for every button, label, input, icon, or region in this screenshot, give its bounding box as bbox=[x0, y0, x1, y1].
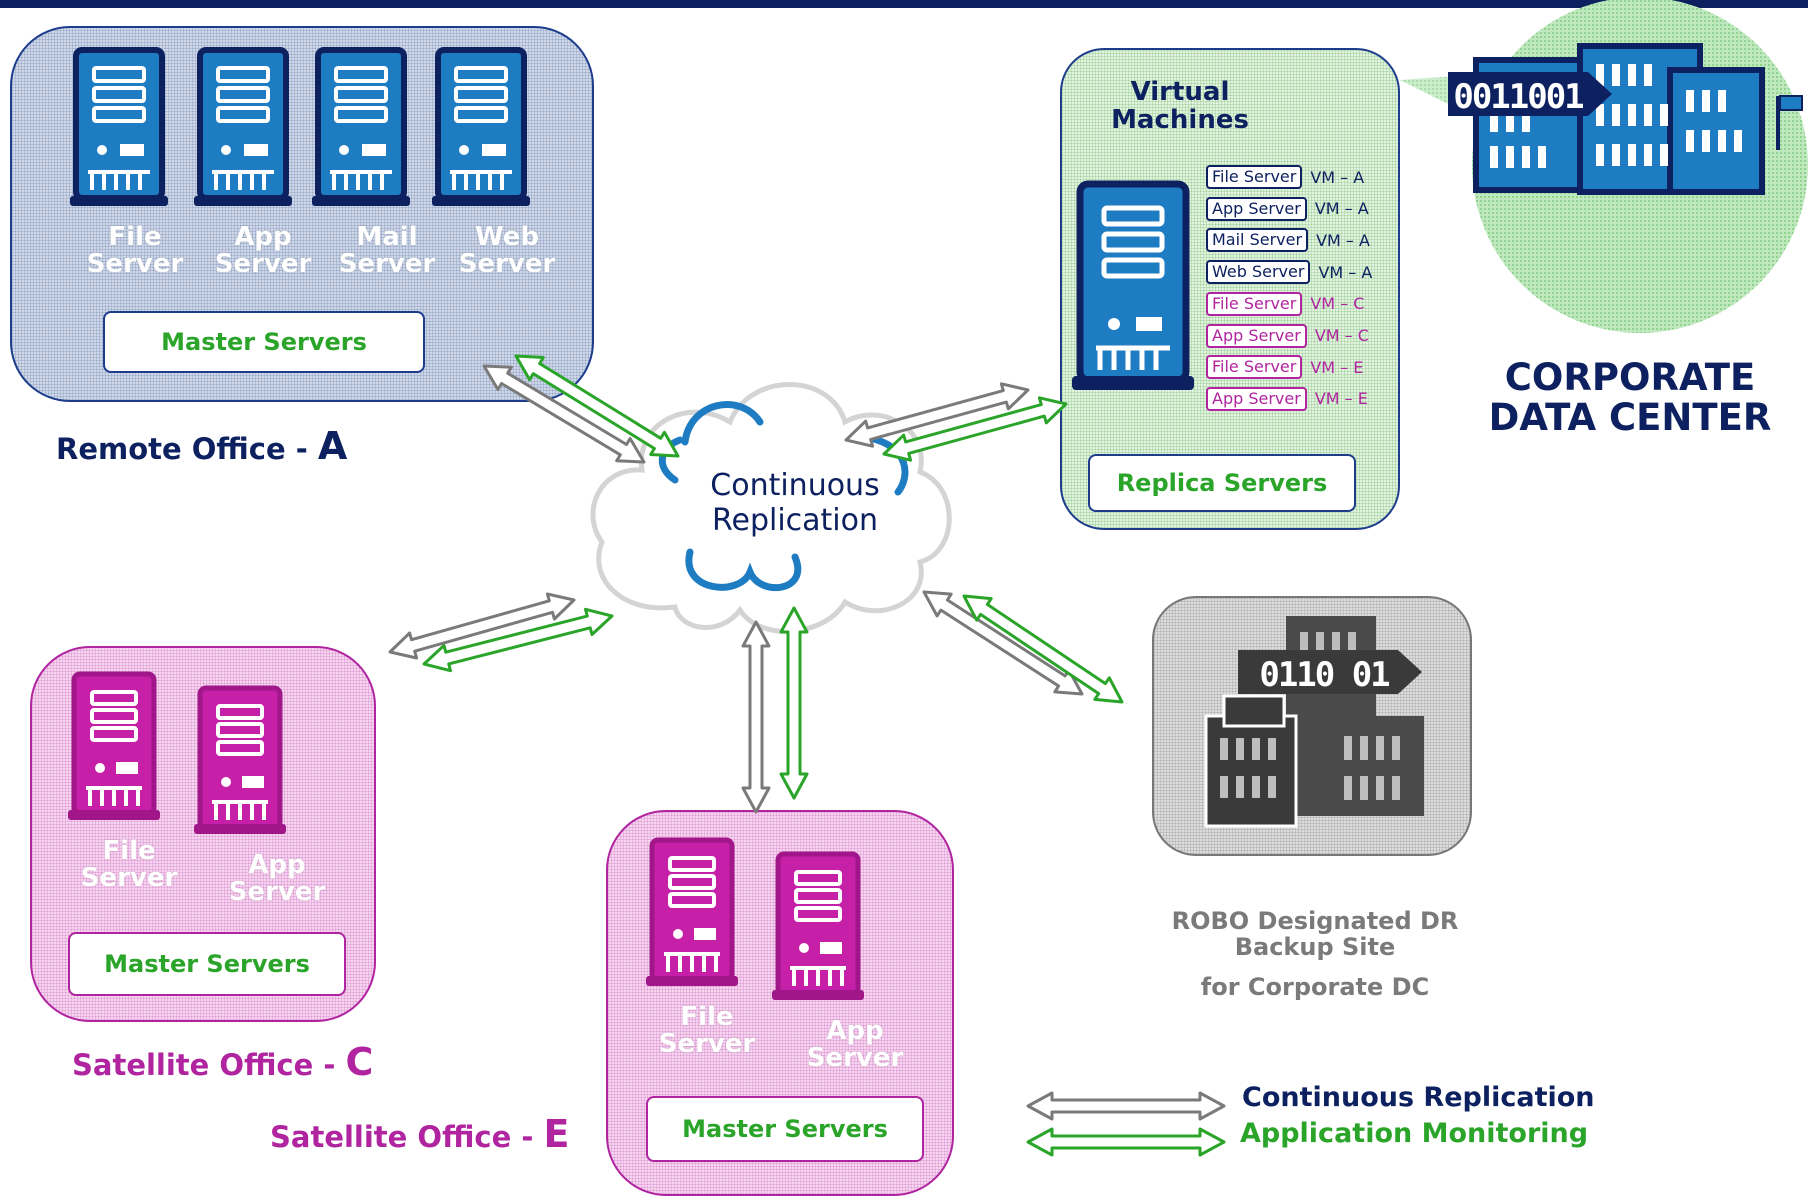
legend-monitoring-label: Application Monitoring bbox=[1240, 1118, 1589, 1149]
vm-name: App Server bbox=[1206, 386, 1307, 411]
vm-row: File Server VM – C bbox=[1206, 291, 1365, 316]
vm-row: File Server VM – A bbox=[1206, 165, 1365, 189]
legend-monitoring-arrow bbox=[1026, 1127, 1226, 1157]
server-label: Web Server bbox=[458, 222, 556, 279]
server-label: App Server bbox=[214, 222, 312, 279]
monitoring-arrow bbox=[882, 396, 1068, 462]
vm-tag: VM – C bbox=[1314, 326, 1369, 345]
legend-replication-arrow bbox=[1026, 1091, 1226, 1121]
vm-name: App Server bbox=[1206, 196, 1307, 221]
vm-row: App Server VM – E bbox=[1206, 386, 1368, 411]
vm-row: App Server VM – A bbox=[1206, 196, 1369, 221]
dr-buildings-icon: 0110 01 bbox=[1204, 616, 1424, 828]
server-label: Mail Server bbox=[338, 222, 436, 279]
master-servers-label: Master Servers bbox=[68, 932, 346, 996]
virtual-machines-heading: Virtual Machines bbox=[1111, 77, 1249, 135]
replica-servers-label: Replica Servers bbox=[1088, 454, 1356, 512]
remote-office-a-title: Remote Office - A bbox=[56, 424, 348, 468]
top-bar bbox=[0, 0, 1808, 8]
satellite-office-c-title: Satellite Office - C bbox=[72, 1040, 374, 1084]
vm-row: App Server VM – C bbox=[1206, 323, 1369, 348]
master-servers-label: Master Servers bbox=[646, 1096, 924, 1162]
replication-arrow bbox=[482, 364, 646, 464]
corporate-dc-title: CORPORATE DATA CENTER bbox=[1488, 356, 1772, 439]
server-label: File Server bbox=[80, 836, 178, 893]
vm-tag: VM – C bbox=[1310, 294, 1365, 314]
monitoring-arrow bbox=[422, 607, 614, 673]
server-label: File Server bbox=[86, 222, 184, 279]
server-label: App Server bbox=[806, 1016, 904, 1073]
vm-name: App Server bbox=[1206, 323, 1307, 348]
vm-name: File Server bbox=[1206, 355, 1303, 380]
replication-arrow bbox=[844, 382, 1030, 448]
corporate-dc-graphic: 0011001 bbox=[1400, 0, 1808, 333]
replication-arrow bbox=[388, 592, 576, 660]
monitoring-arrow bbox=[779, 606, 809, 800]
server-label: File Server bbox=[658, 1002, 756, 1059]
vm-name: File Server bbox=[1206, 291, 1303, 316]
master-servers-label: Master Servers bbox=[103, 311, 425, 373]
monitoring-arrow bbox=[962, 594, 1124, 704]
vm-tag: VM – E bbox=[1314, 389, 1368, 409]
data-center-buildings-icon: 0011001 bbox=[1448, 43, 1803, 195]
server-label: App Server bbox=[228, 850, 326, 907]
svg-text:0110 01: 0110 01 bbox=[1259, 655, 1389, 695]
vm-name: File Server bbox=[1206, 165, 1303, 189]
svg-text:0011001: 0011001 bbox=[1453, 77, 1583, 117]
monitoring-arrow bbox=[514, 354, 680, 458]
robo-site-caption: ROBO Designated DR Backup Site for Corpo… bbox=[1171, 907, 1459, 1001]
replica-site-panel bbox=[1060, 48, 1400, 530]
vm-name: Web Server bbox=[1206, 260, 1311, 285]
cloud-label: Continuous Replication bbox=[710, 468, 880, 538]
vm-tag: VM – A bbox=[1310, 167, 1365, 187]
vm-tag: VM – E bbox=[1310, 357, 1364, 377]
vm-tag: VM – A bbox=[1314, 199, 1369, 219]
vm-row: Mail Server VM – A bbox=[1206, 228, 1370, 253]
legend-replication-label: Continuous Replication bbox=[1242, 1082, 1595, 1113]
vm-row: Web Server VM – A bbox=[1206, 260, 1373, 285]
vm-name: Mail Server bbox=[1206, 228, 1309, 253]
cloud-icon bbox=[590, 382, 952, 634]
replication-arrow bbox=[741, 620, 771, 814]
replication-arrow bbox=[922, 590, 1084, 696]
satellite-office-e-title: Satellite Office - E bbox=[270, 1112, 570, 1156]
vm-tag: VM – A bbox=[1316, 230, 1370, 250]
vm-row: File Server VM – E bbox=[1206, 355, 1364, 380]
vm-tag: VM – A bbox=[1318, 262, 1373, 282]
